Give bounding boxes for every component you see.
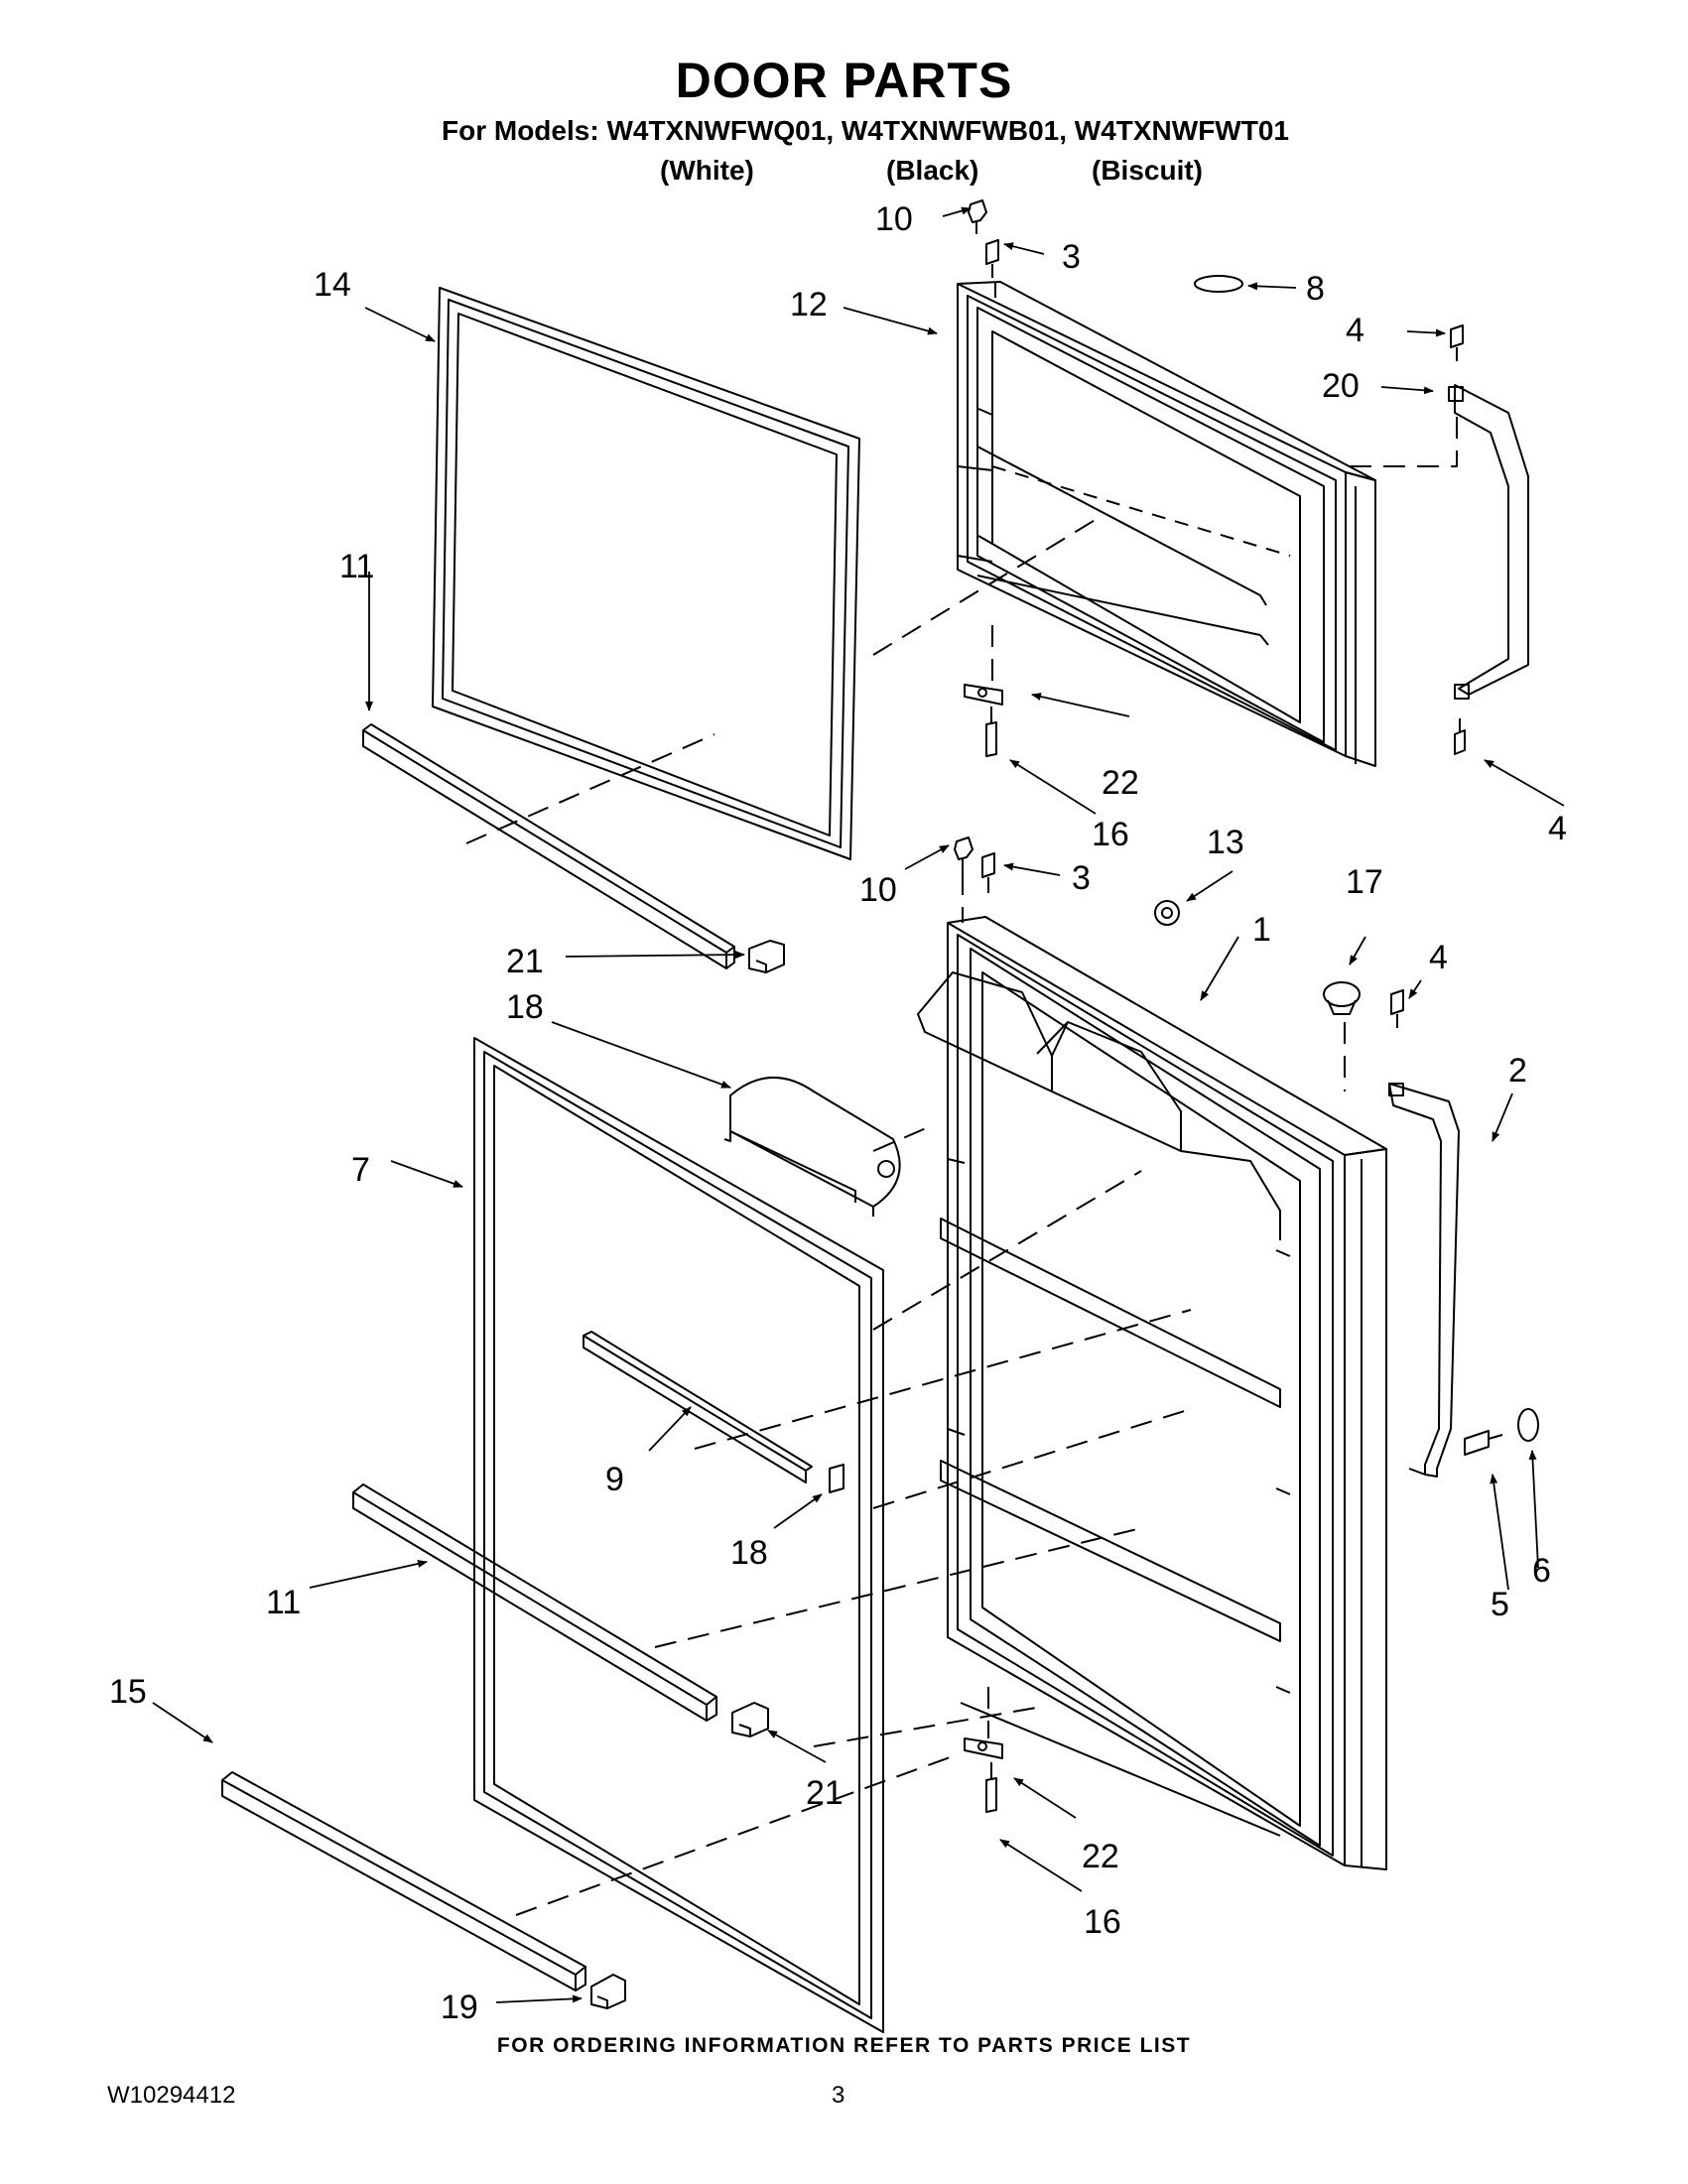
clip-part-21-lower: [731, 1702, 769, 1737]
color-white-label: (White): [660, 155, 754, 186]
callout-3-lower: 3: [1072, 859, 1091, 897]
callout-4-freezer-bottom: 4: [1548, 810, 1567, 847]
freezer-handle-part-20: [1448, 384, 1529, 700]
clip-part-19: [590, 1974, 626, 2009]
plug-part-17: [1323, 981, 1361, 1015]
callout-12: 12: [790, 286, 828, 323]
callout-20: 20: [1322, 367, 1360, 405]
lower-door-rail-part-11: [352, 1483, 717, 1722]
document-number: W10294412: [107, 2082, 236, 2109]
hinge-part-22-upper: [964, 684, 1003, 706]
screw-part-16-upper: [985, 707, 997, 757]
callout-16-upper: 16: [1092, 816, 1129, 853]
grommet-part-13: [1154, 900, 1180, 926]
fresh-food-gasket-part-7: [473, 1037, 884, 2033]
screw-part-16-lower: [985, 1762, 997, 1813]
fresh-food-handle-part-2: [1388, 1083, 1460, 1477]
freezer-gasket-part-14: [432, 287, 860, 860]
callout-1: 1: [1252, 911, 1271, 949]
screw-part-3-lower: [981, 852, 995, 893]
callout-5: 5: [1491, 1586, 1509, 1623]
screw-part-4-freezer-top: [1450, 324, 1464, 361]
plug-part-10-lower: [954, 836, 974, 873]
ordering-note: FOR ORDERING INFORMATION REFER TO PARTS …: [496, 2034, 1192, 2057]
page-title: DOOR PARTS: [675, 53, 1013, 108]
screw-part-5: [1464, 1430, 1503, 1456]
callout-17: 17: [1346, 863, 1383, 901]
callout-15: 15: [109, 1673, 147, 1711]
callout-arrows: [152, 206, 1565, 2003]
callout-16-lower: 16: [1084, 1903, 1121, 1941]
callout-11-upper: 11: [339, 548, 374, 585]
callout-13: 13: [1207, 824, 1244, 861]
clip-part-21-upper: [748, 940, 785, 973]
fresh-food-door-part-1: [917, 916, 1387, 1870]
door-rail-part-9: [583, 1331, 813, 1483]
callout-labels: 10 3 8 4 20 12 14 11 22 16 4 10 3 13 17 …: [109, 200, 1567, 2026]
callout-22-upper: 22: [1102, 764, 1139, 802]
callout-14: 14: [314, 266, 351, 304]
callout-2: 2: [1508, 1052, 1527, 1090]
callout-7: 7: [351, 1151, 370, 1189]
rail-clip-part-18: [829, 1464, 844, 1493]
page-number: 3: [832, 2082, 845, 2109]
color-biscuit-label: (Biscuit): [1092, 155, 1203, 186]
callout-11-lower: 11: [266, 1584, 301, 1621]
callout-22-lower: 22: [1082, 1838, 1119, 1875]
callout-8: 8: [1306, 270, 1325, 308]
dairy-door-part-18: [723, 1077, 901, 1217]
callout-6: 6: [1532, 1552, 1551, 1590]
color-black-label: (Black): [886, 155, 979, 186]
upper-door-rail-part-11: [362, 723, 735, 969]
callout-21-lower: 21: [806, 1774, 844, 1812]
callout-21-upper: 21: [506, 943, 544, 980]
freezer-door-part-12: [957, 281, 1376, 767]
cap-part-6: [1517, 1408, 1539, 1442]
callout-3-upper: 3: [1062, 238, 1081, 276]
callout-4-fresh-top: 4: [1429, 939, 1448, 976]
gasket-ring-part-8: [1194, 275, 1243, 293]
alignment-lines: [465, 282, 1458, 1916]
screw-part-4-freezer-bottom: [1454, 718, 1466, 755]
callout-10-lower: 10: [859, 871, 897, 909]
bottom-rail-part-15: [221, 1771, 586, 1991]
hinge-part-22-lower: [964, 1737, 1003, 1759]
callout-19: 19: [441, 1989, 478, 2026]
callout-9: 9: [605, 1461, 624, 1498]
plug-part-10-upper: [968, 199, 987, 234]
callout-10-upper: 10: [875, 200, 913, 238]
callout-18-large: 18: [506, 988, 544, 1026]
callout-4-freezer-top: 4: [1346, 312, 1364, 349]
callout-18-small: 18: [730, 1534, 768, 1572]
screw-part-4-fresh-top: [1390, 989, 1404, 1028]
models-line: For Models: W4TXNWFWQ01, W4TXNWFWB01, W4…: [442, 115, 1289, 146]
screw-part-3-upper: [985, 239, 999, 278]
